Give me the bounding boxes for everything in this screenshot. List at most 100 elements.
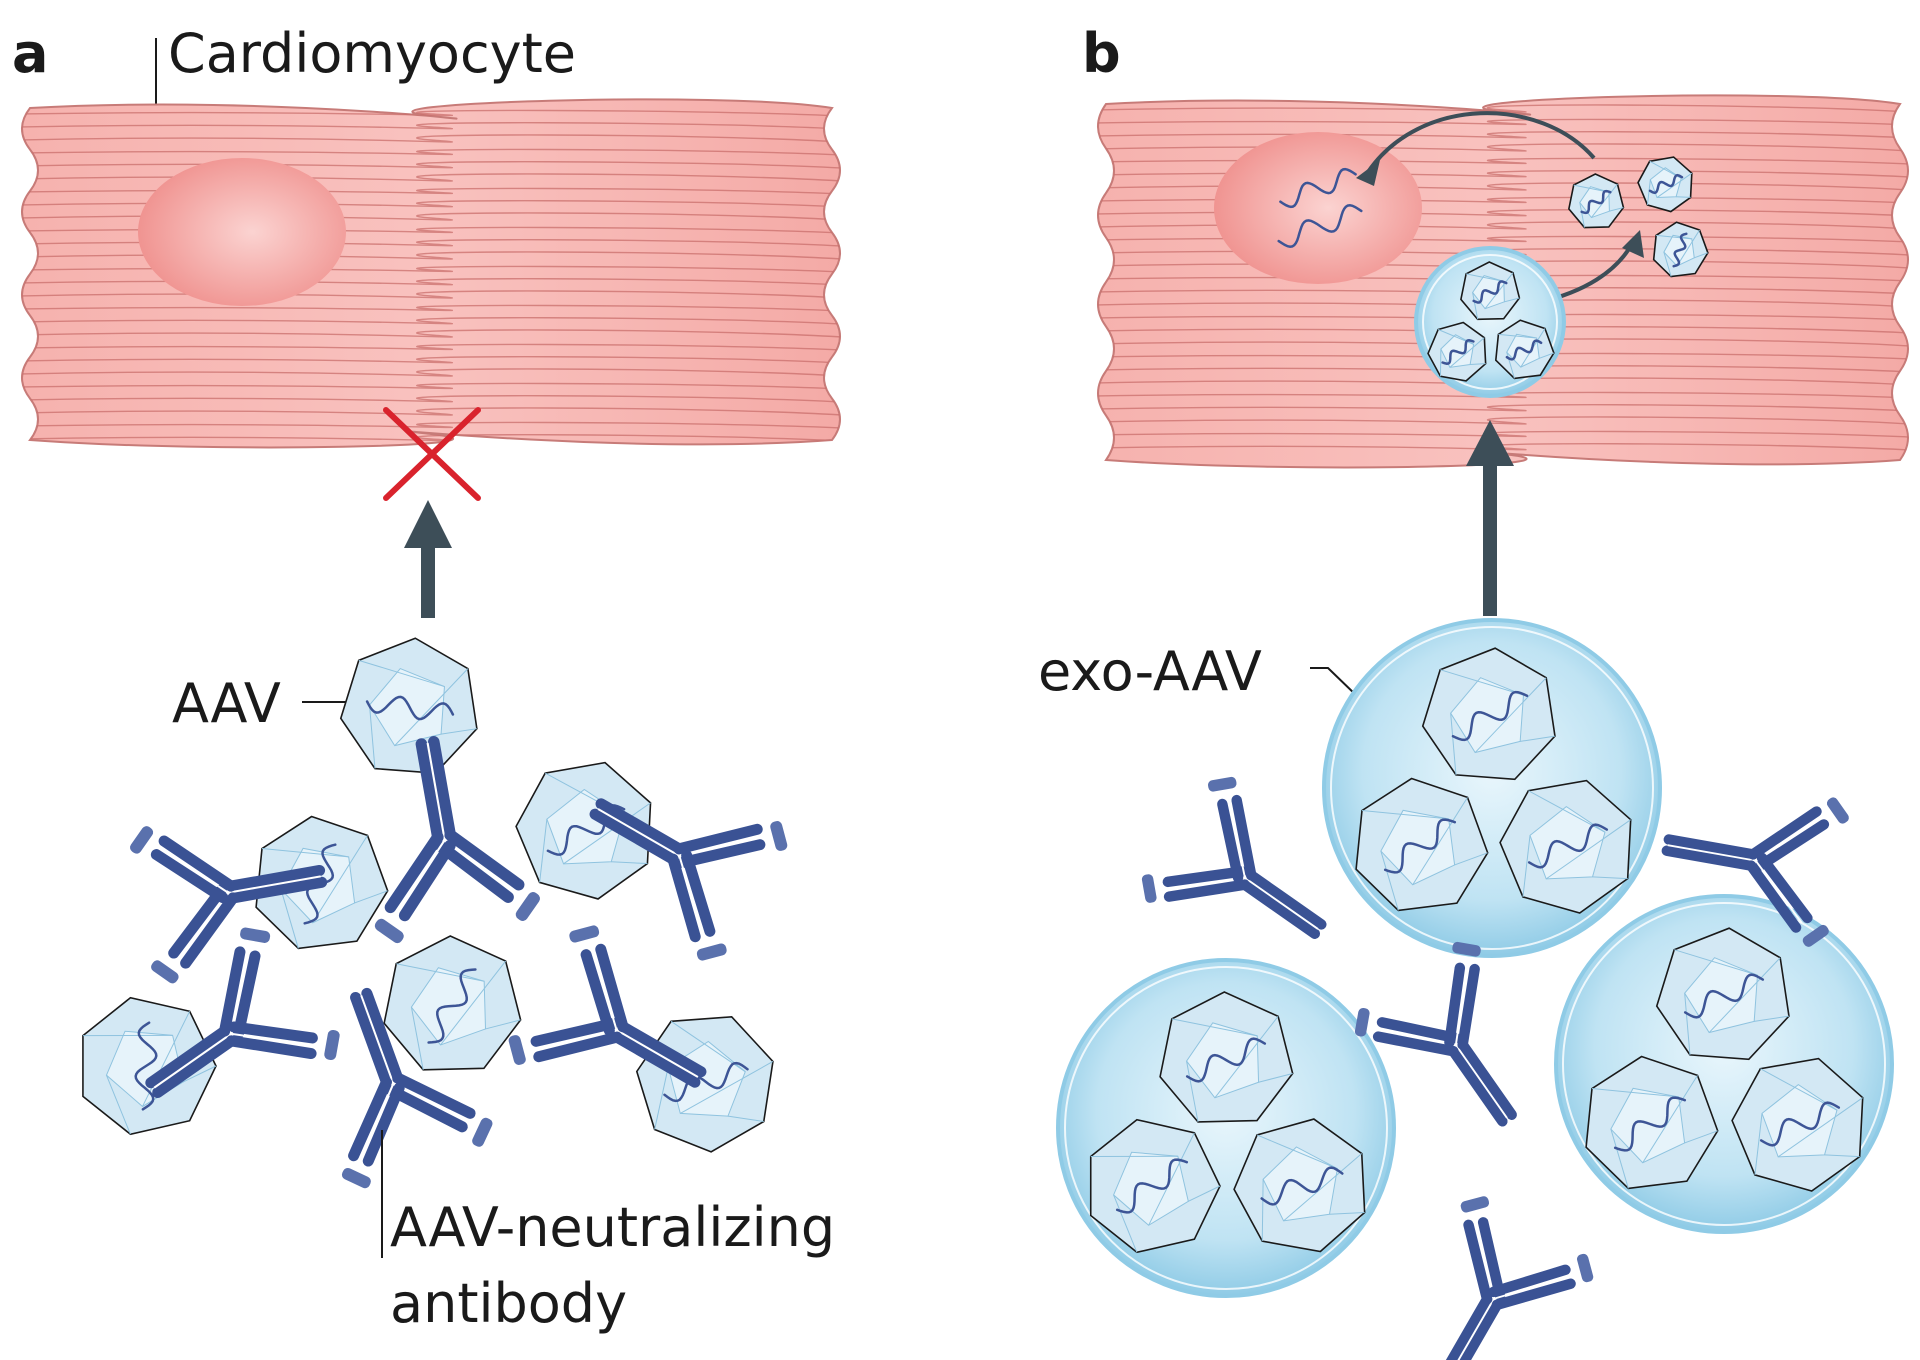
capsid-edge xyxy=(440,960,507,1046)
antibody-chain xyxy=(1217,798,1244,883)
capsid-edge xyxy=(354,890,388,904)
antibody-chain xyxy=(617,1021,707,1078)
capsid-edge xyxy=(539,819,548,883)
striation-line xyxy=(1098,131,1908,139)
aav-capsid xyxy=(1233,1118,1366,1253)
capsid-edge xyxy=(1610,1128,1629,1189)
antibody-chain-gap xyxy=(1474,1223,1495,1298)
antibody-fab-tip xyxy=(1802,924,1829,947)
antibody-chain xyxy=(168,884,227,959)
antibody-chain xyxy=(1488,1264,1571,1298)
antibody-fab-tip xyxy=(151,960,179,984)
dna-strand xyxy=(1648,173,1684,195)
antibody-chain-gap xyxy=(159,846,228,893)
antibody-fab-tip xyxy=(569,925,600,943)
antibody-fab-tip xyxy=(1354,1007,1370,1037)
capsid-edge xyxy=(1592,876,1628,880)
blocked-x-icon xyxy=(383,407,481,501)
striation-line xyxy=(1098,416,1908,425)
capsid-edge xyxy=(1256,1134,1338,1170)
capsid-edge xyxy=(1465,273,1504,282)
aav-capsid xyxy=(383,935,522,1071)
antibody-chain xyxy=(1162,866,1248,888)
striation-line xyxy=(22,304,840,312)
antibody-fab-tip xyxy=(770,821,788,851)
antibody-chain xyxy=(1477,1217,1506,1301)
antibody-chain-gap xyxy=(232,1032,312,1047)
antibody-chain xyxy=(677,839,766,868)
capsid-edge xyxy=(1440,669,1524,696)
panel-a-letter: a xyxy=(12,22,48,85)
aav-capsid xyxy=(1655,927,1790,1061)
antibody-chain xyxy=(1231,794,1257,881)
capsid-edge xyxy=(1754,1015,1790,1022)
capsid-edge xyxy=(485,1019,521,1030)
antibody-chain xyxy=(150,849,229,904)
antibody xyxy=(374,736,541,944)
antibody-chain xyxy=(533,1031,623,1063)
vesicle-inner-membrane xyxy=(1562,902,1886,1226)
antibody-chain xyxy=(1448,1299,1503,1360)
dna-strand xyxy=(1527,823,1609,869)
antibody-fab-tip xyxy=(324,1029,340,1061)
antibody-chain-gap xyxy=(360,995,393,1081)
capsid-edge xyxy=(280,888,299,949)
dna-strand xyxy=(1759,1101,1841,1147)
antibody-chain xyxy=(611,1031,701,1088)
aav-capsid xyxy=(1652,221,1709,278)
capsid-edge xyxy=(1186,1061,1199,1123)
antibody-chain xyxy=(398,839,456,922)
capsid-edge xyxy=(1674,949,1758,976)
antibody-chain-gap xyxy=(396,840,445,912)
striation-line xyxy=(22,368,840,377)
antibody xyxy=(1439,1196,1594,1360)
antibody-chain xyxy=(386,1085,468,1133)
antibody-fab-tip xyxy=(1141,874,1157,903)
aav-antibody-cluster-a xyxy=(82,637,788,1189)
antibody-chain xyxy=(1755,819,1830,871)
antibody-chain xyxy=(1444,962,1466,1048)
dna-strand xyxy=(1115,1158,1189,1214)
exo-aav-cluster-b xyxy=(1056,156,1894,1360)
capsid-edge xyxy=(1522,835,1531,897)
antibody-chain-gap xyxy=(537,1029,616,1050)
striation-line xyxy=(22,356,840,364)
antibody-chain-gap xyxy=(426,742,446,837)
dna-strand xyxy=(1279,167,1357,209)
antibody-chain xyxy=(1745,860,1802,933)
nuclear-dna-group xyxy=(1277,167,1363,248)
capsid-edge xyxy=(1113,1194,1138,1253)
capsid-edge xyxy=(1656,172,1693,198)
antibody-chain-gap xyxy=(394,1083,467,1121)
antibody-label-line2: antibody xyxy=(390,1272,627,1335)
dna-strand xyxy=(1185,1037,1267,1083)
capsid-edge xyxy=(183,1065,217,1083)
vesicle-inner-membrane xyxy=(1422,254,1558,390)
capsid-edge xyxy=(654,1067,669,1130)
antibody-label-line1: AAV-neutralizing xyxy=(390,1196,835,1259)
antibody-chain xyxy=(1463,1219,1493,1305)
capsid-edge xyxy=(105,1075,131,1135)
aav-capsid xyxy=(1494,319,1555,380)
capsid-edge xyxy=(1579,202,1585,228)
striation-line xyxy=(22,395,840,403)
antibody-chain xyxy=(1163,879,1250,902)
capsid-edge xyxy=(1498,333,1537,339)
aav-capsid xyxy=(635,1016,774,1153)
antibody-chain-gap xyxy=(678,857,704,935)
release-arrowhead xyxy=(1622,230,1644,258)
aav-capsid xyxy=(1637,156,1693,213)
capsid-edge xyxy=(1694,252,1709,259)
capsid-edge xyxy=(261,848,349,858)
antibody-chain-gap xyxy=(1755,861,1803,924)
dna-strand xyxy=(1672,232,1688,268)
antibody xyxy=(130,826,328,984)
capsid-edge xyxy=(1545,819,1631,880)
striation-line xyxy=(22,317,840,325)
antibody-chain-gap xyxy=(619,1031,699,1078)
antibody-chain xyxy=(227,876,328,904)
antibody-chain xyxy=(348,1076,392,1162)
antibody-chain xyxy=(580,949,615,1036)
capsid-edge xyxy=(680,1061,774,1114)
